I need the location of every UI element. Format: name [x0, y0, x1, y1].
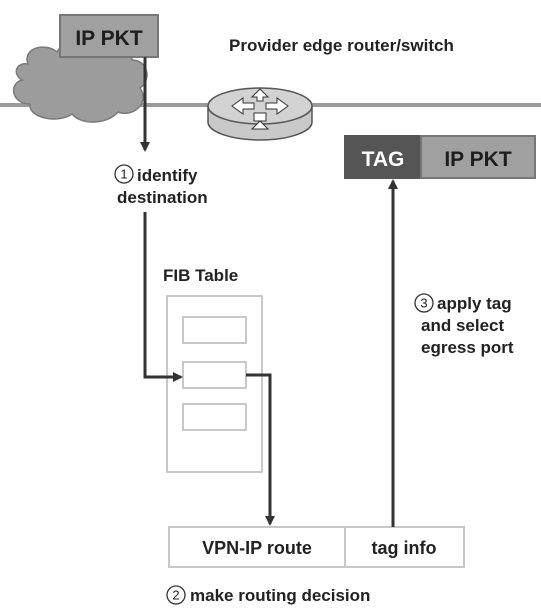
step-3-label: 3 apply tag and select egress port	[414, 293, 514, 357]
step-1-number-circle	[114, 164, 134, 184]
fib-entry	[182, 403, 247, 431]
tag-label: TAG	[362, 148, 405, 171]
ip-packet-label: IP PKT	[75, 27, 142, 50]
fib-entry	[182, 316, 247, 344]
fib-table-title: FIB Table	[163, 266, 238, 285]
step-1-line-2: destination	[117, 188, 208, 207]
step-3-line-2: and select	[421, 316, 504, 335]
vpn-ip-route-label: VPN-IP route	[202, 538, 312, 558]
arrow-to-route-entry	[246, 373, 275, 526]
tagged-ip-packet-label: IP PKT	[444, 148, 511, 171]
ip-packet-box	[59, 14, 159, 58]
tagged-ip-packet-box	[420, 135, 536, 179]
step-3-line-1: apply tag	[437, 294, 512, 313]
step-1-label: 1 identify destination	[114, 164, 208, 207]
tag-info-label: tag info	[372, 538, 437, 558]
router-title: Provider edge router/switch	[229, 36, 454, 55]
router-icon	[207, 87, 313, 141]
fib-entry-selected	[182, 361, 247, 389]
step-1-line-1: identify	[137, 166, 198, 185]
step-2-number: 2	[172, 588, 179, 603]
tag-info-box	[344, 526, 465, 568]
step-3-number-circle	[414, 293, 434, 313]
tag-box	[344, 135, 422, 179]
step-2-label: 2 make routing decision	[166, 585, 370, 605]
step-3-line-3: egress port	[421, 338, 514, 357]
step-2-line-1: make routing decision	[190, 586, 370, 605]
step-1-number: 1	[120, 167, 127, 182]
step-3-number: 3	[420, 296, 427, 311]
arrow-to-fib-entry	[143, 212, 183, 382]
step-2-number-circle	[166, 585, 186, 605]
